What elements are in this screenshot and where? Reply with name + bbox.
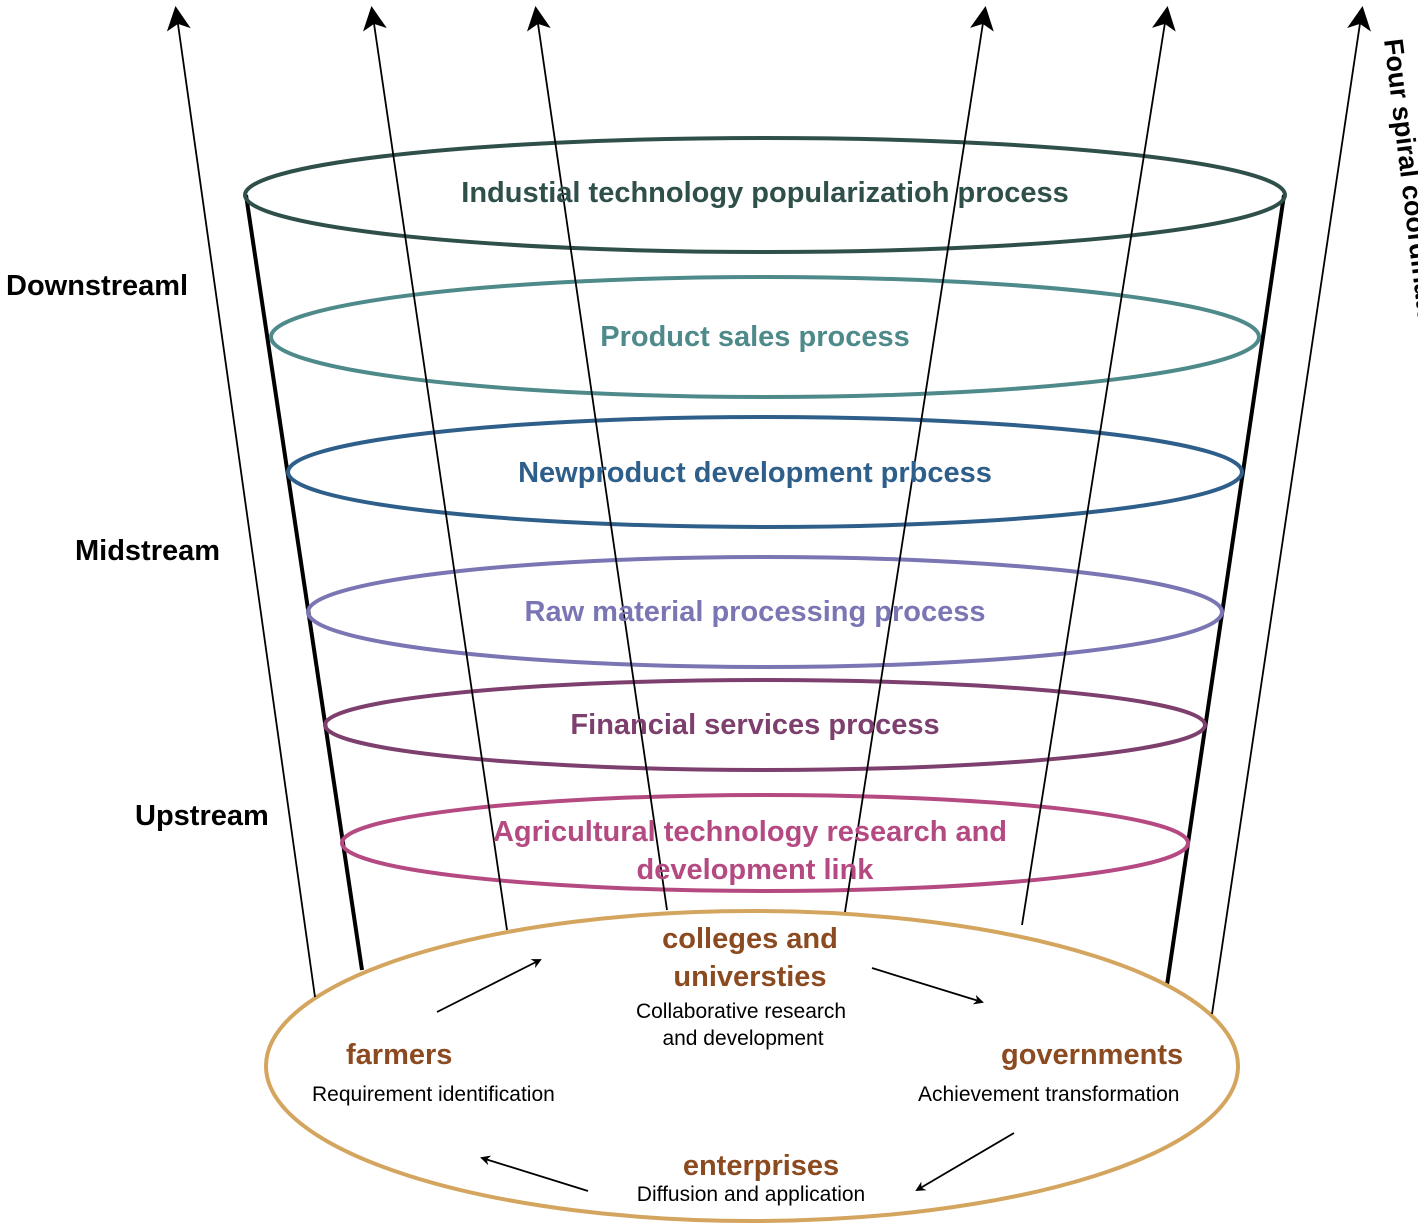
ring-product-sales xyxy=(269,275,1261,399)
ring-label-agricultural-line2: development link xyxy=(637,854,875,886)
actor-enterprises-role: Diffusion and application xyxy=(637,1183,865,1206)
upward-arrow-6 xyxy=(1211,6,1371,1015)
actor-colleges-role-line2: and development xyxy=(662,1027,823,1050)
upward-arrow-2 xyxy=(363,6,508,931)
ring-label-new-product: Newproduct development prbcess xyxy=(518,457,992,489)
actor-colleges-role-line1: Collaborative research xyxy=(636,1000,846,1023)
ring-agricultural-rd xyxy=(340,793,1190,893)
upward-arrow-1 xyxy=(166,6,316,998)
ring-label-agricultural-line1: Agricultural technology research and xyxy=(493,816,1007,848)
cycle-arrow-colleges-to-governments xyxy=(871,967,984,1005)
base-ellipse xyxy=(264,909,1240,1223)
funnel-right-wall xyxy=(1165,194,1286,986)
actor-governments-role: Achievement transformation xyxy=(918,1083,1179,1106)
actor-governments-name: governments xyxy=(1001,1039,1183,1071)
ring-financial-services xyxy=(323,678,1207,772)
stage-label-upstream: Upstream xyxy=(135,800,269,832)
upward-arrow-3 xyxy=(527,6,668,911)
stage-label-downstream: Downstreaml xyxy=(6,270,188,302)
actor-farmers-role: Requirement identification xyxy=(312,1083,555,1106)
ring-label-product-sales: Product sales process xyxy=(600,321,909,353)
upward-arrow-4 xyxy=(844,6,994,913)
ring-label-financial: Financial services process xyxy=(570,709,939,741)
upward-arrow-5 xyxy=(1021,6,1176,926)
ring-raw-material-processing xyxy=(306,555,1224,669)
actor-colleges-name-line2: universties xyxy=(673,961,826,993)
side-title: Four spiral coordinated innovation chain… xyxy=(1378,37,1418,897)
cycle-arrow-governments-to-enterprises xyxy=(915,1132,1015,1192)
stage-label-midstream: Midstream xyxy=(75,535,220,567)
ring-label-industrial: Industial technology popularizatioh proc… xyxy=(461,177,1068,209)
cycle-arrow-farmers-to-colleges xyxy=(436,959,542,1013)
ring-industrial-popularization xyxy=(243,136,1287,254)
ring-label-raw-material: Raw material processing process xyxy=(525,596,986,628)
cycle-arrow-enterprises-to-farmers xyxy=(480,1155,589,1192)
actor-colleges-name-line1: colleges and xyxy=(662,923,838,955)
ring-new-product-development xyxy=(286,415,1244,529)
actor-enterprises-name: enterprises xyxy=(683,1150,839,1182)
actor-farmers-name: farmers xyxy=(346,1039,452,1071)
funnel-left-wall xyxy=(244,194,364,971)
